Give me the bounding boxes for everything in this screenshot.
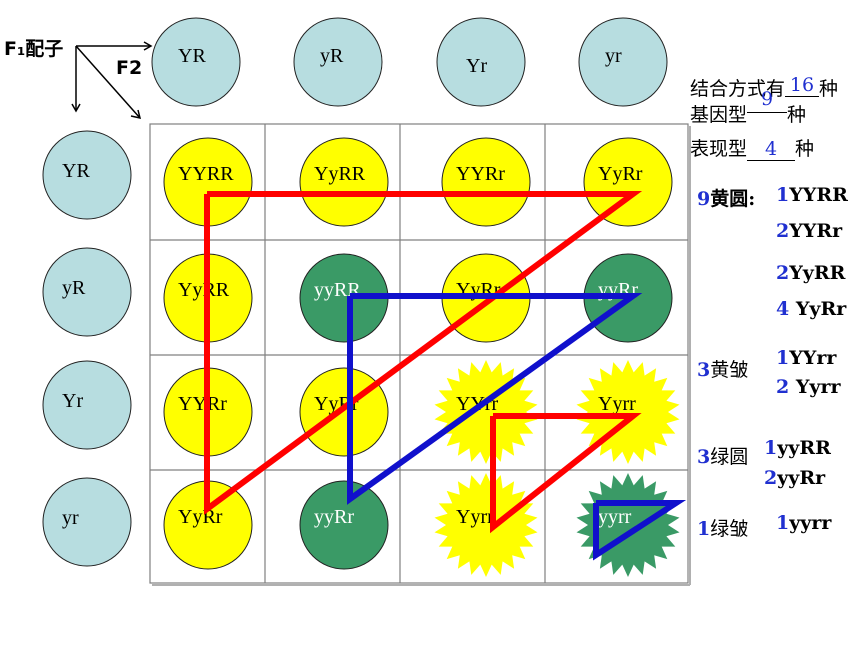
top-gamete-0: YR [151,17,241,107]
genotype-label: yyRr [314,506,354,528]
yellow-round-seed [441,137,531,227]
punnett-cell: yyrr [576,473,680,577]
yellow-round-seed [583,137,673,227]
green-wrinkled-heading: 1绿皱 [697,514,748,541]
gamete-label: YR [178,45,206,67]
phenotypes-value: 4 [747,138,796,161]
yellow-wrinkled-item: 2 Yyrr [776,376,841,398]
top-gametes: YR yR Yr yr [151,17,668,107]
genotypes-prefix: 基因型 [690,104,748,126]
punnett-cell: YyRR [299,137,389,227]
green-round-item: 2yyRr [764,467,826,489]
green-round-heading: 3绿圆 [697,442,748,469]
gamete-circle [436,17,526,107]
gamete-label: yr [62,507,79,529]
red-large-triangle [204,191,643,515]
left-gamete-3: yr [42,477,132,567]
gamete-label: Yr [466,55,487,77]
green-round-count: 3 [697,446,711,468]
gamete-label: yR [62,277,86,299]
phenotypes-suffix: 种 [795,138,815,160]
green-wrinkled-label: 绿皱 [710,518,749,540]
genotype-label: YYRR [178,163,234,185]
genotype-label: yyRR [314,279,361,301]
blue-small-triangle [593,500,687,561]
yellow-wrinkled-count: 3 [697,359,711,381]
gamete-circle [42,360,132,450]
genotype-label: YYRr [456,163,505,185]
red-small-triangle [490,413,642,534]
blue-triangle [347,293,643,505]
yellow-round-item: 4 YyRr [776,298,847,320]
punnett-grid [149,123,691,586]
genotype-label: YyRr [598,163,643,185]
genotype-label: YyRR [314,163,366,185]
header-arrows [71,41,153,119]
gamete-circle [42,477,132,567]
f2-label: F2 [116,57,142,79]
gamete-circle [578,17,668,107]
yellow-wrinkled-seed [434,473,538,577]
yellow-round-item: 1YYRR [776,184,848,206]
gamete-circle [42,247,132,337]
overlay-lines [204,191,687,561]
gamete-label: YR [62,160,90,182]
top-gamete-3: yr [578,17,668,107]
left-gamete-2: Yr [42,360,132,450]
green-round-label: 绿圆 [710,446,749,468]
yellow-wrinkled-label: 黄皱 [710,359,749,381]
green-round-item: 1yyRR [764,437,831,459]
yellow-round-seed [299,137,389,227]
combinations-prefix: 结合方式有 [690,78,786,100]
punnett-cell: yyRR [299,253,389,343]
genotype-label: Yyrr [598,393,636,415]
yellow-round-heading: 9黄圆: [697,184,755,211]
genotype-label: Yyrr [456,506,494,528]
punnett-cell: yyRr [299,480,389,570]
gamete-circle [151,17,241,107]
genotype-label: YYRr [178,393,227,415]
genotype-label: YyRR [178,279,230,301]
f1-gametes-label: F₁配子 [4,38,63,60]
gamete-circle [293,17,383,107]
left-gamete-0: YR [42,130,132,220]
punnett-cell: Yyrr [434,473,538,577]
combinations-suffix: 种 [819,78,839,100]
gamete-label: yR [320,45,344,67]
yellow-round-item: 2YyRR [776,262,846,284]
green-wrinkled-count: 1 [697,518,711,540]
genotypes-value: 9 [747,90,788,113]
grid-border [149,123,689,584]
gamete-circle [42,130,132,220]
left-gametes: YR yR Yr yr [42,130,132,567]
genotypes-suffix: 种 [787,104,807,126]
punnett-cell: YYRr [441,137,531,227]
gamete-label: yr [605,45,622,67]
genotype-label: YyRr [178,506,223,528]
punnett-cell: YYRR [163,137,253,227]
punnett-cell: YyRr [583,137,673,227]
phenotypes-prefix: 表现型 [690,138,748,160]
punnett-cell: YyRr [163,480,253,570]
genotype-label: yyrr [598,506,632,528]
genotypes-line: 基因型9种 [690,90,807,127]
top-gamete-1: yR [293,17,383,107]
yellow-round-count: 9 [697,188,711,210]
left-gamete-1: yR [42,247,132,337]
yellow-wrinkled-item: 1YYrr [776,347,837,369]
yellow-round-label: 黄圆: [710,188,756,210]
green-wrinkled-item: 1yyrr [776,512,832,534]
yellow-round-item: 2YYRr [776,220,843,242]
combinations-value: 16 [785,74,820,97]
gamete-label: Yr [62,390,83,412]
yellow-wrinkled-heading: 3黄皱 [697,355,748,382]
top-gamete-2: Yr [436,17,526,107]
green-round-seed [299,480,389,570]
